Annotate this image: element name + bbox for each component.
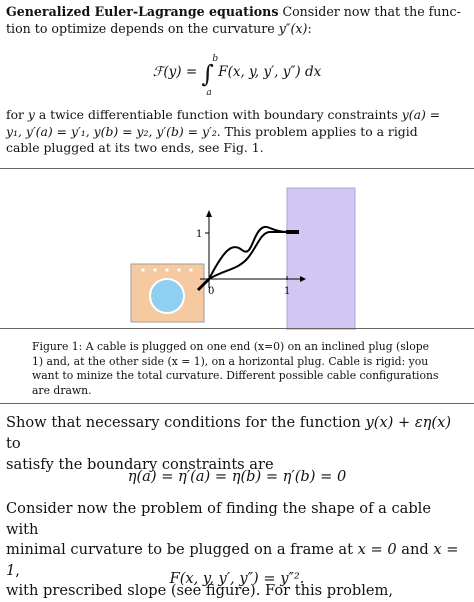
y-axis-arrow (206, 210, 212, 217)
section-title: Generalized Euler-Lagrange equations (6, 4, 279, 19)
x-tick-label-0: 0 (208, 286, 214, 297)
show-paragraph: Show that necessary conditions for the f… (6, 414, 452, 473)
frame-icon (286, 187, 356, 330)
cable-curve-1 (208, 225, 288, 280)
lagrangian-equation: F(x, y, y′, y″) = y″². (169, 570, 305, 587)
plug-dots (141, 268, 193, 272)
top-rule (0, 168, 474, 169)
x-tick-label-1: 1 (284, 286, 290, 297)
intro-paragraph: Generalized Euler-Lagrange equations Con… (6, 4, 461, 36)
plug-stub (196, 277, 211, 292)
problem-paragraph: Consider now the problem of finding the … (6, 500, 459, 599)
boundary-equation: η(a) = η′(a) = η(b) = η′(b) = 0 (127, 468, 347, 485)
constraints-paragraph: for y a twice differentiable function wi… (6, 107, 441, 155)
plug-circle (149, 278, 185, 314)
bottom-rule (0, 403, 474, 404)
x-axis-arrow (300, 276, 306, 282)
curvature-term: y″(x) (278, 21, 308, 36)
cable-curve-2 (208, 231, 287, 280)
figure-1: 1 0 1 (130, 187, 356, 330)
figure-caption: Figure 1: A cable is plugged on one end … (32, 340, 439, 397)
y-tick-label: 1 (196, 229, 202, 240)
caption-rule (0, 328, 474, 329)
